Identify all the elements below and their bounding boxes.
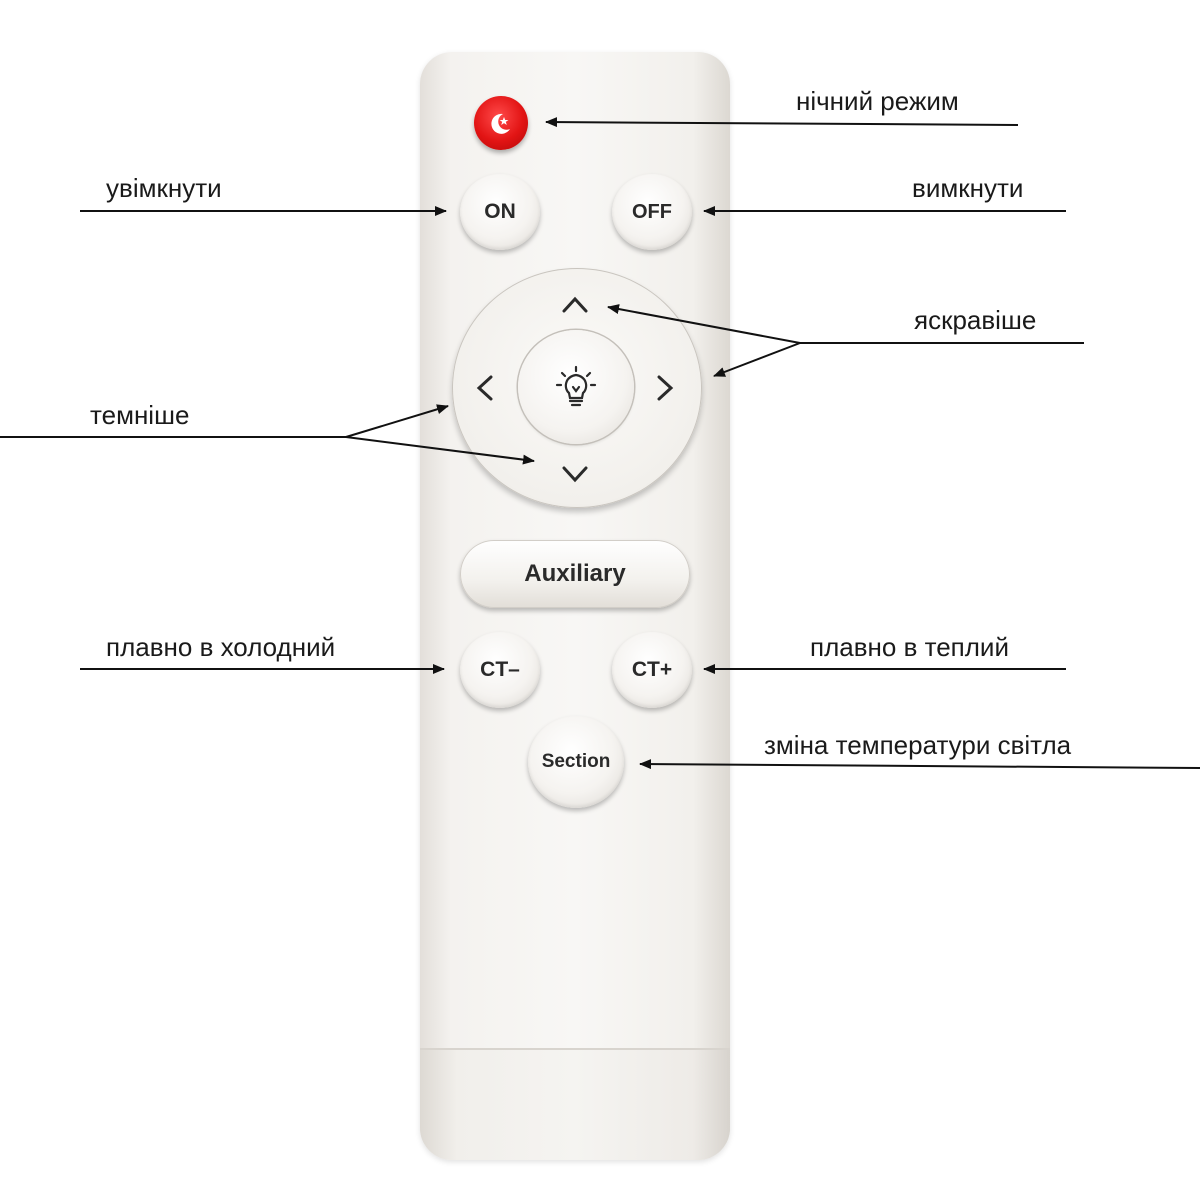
night-mode-label: нічний режим [796,86,959,116]
lightbulb-icon [555,365,597,407]
smooth-warm-label: плавно в теплий [810,632,1009,662]
chevron-up-icon [562,296,588,313]
auxiliary-button[interactable]: Auxiliary [460,540,690,608]
chevron-left-icon [476,375,493,401]
dimmer-label: темніше [90,400,190,430]
night-mode-button[interactable] [474,96,528,150]
brighter-arrow-up [607,304,801,344]
dpad-right-button[interactable] [642,362,688,414]
turn-off-label: вимкнути [912,173,1024,203]
color-temp-arrow [639,759,1200,770]
on-button[interactable]: ON [460,174,540,250]
off-button[interactable]: OFF [612,174,692,250]
brightness-up-button[interactable] [545,282,605,326]
dimmer-arrow-down [345,436,535,465]
chevron-right-icon [657,375,674,401]
smooth-cold-label: плавно в холодний [106,632,336,662]
remote-battery-cap [420,1048,730,1160]
brighter-arrow-right [713,342,801,377]
section-button[interactable]: Section [528,716,624,808]
brighter-label: яскравіше [914,305,1037,335]
dpad-left-button[interactable] [462,362,508,414]
brightness-down-button[interactable] [545,452,605,496]
ct-plus-button[interactable]: CT+ [612,632,692,708]
ct-minus-button[interactable]: CT– [460,632,540,708]
moon-star-icon [491,113,510,134]
night-mode-arrow [545,117,1019,128]
dimmer-arrow-left [345,404,449,438]
turn-on-label: увімкнути [106,173,222,203]
light-button[interactable] [518,330,634,444]
color-temp-label: зміна температури світла [764,730,1072,760]
chevron-down-icon [562,466,588,483]
